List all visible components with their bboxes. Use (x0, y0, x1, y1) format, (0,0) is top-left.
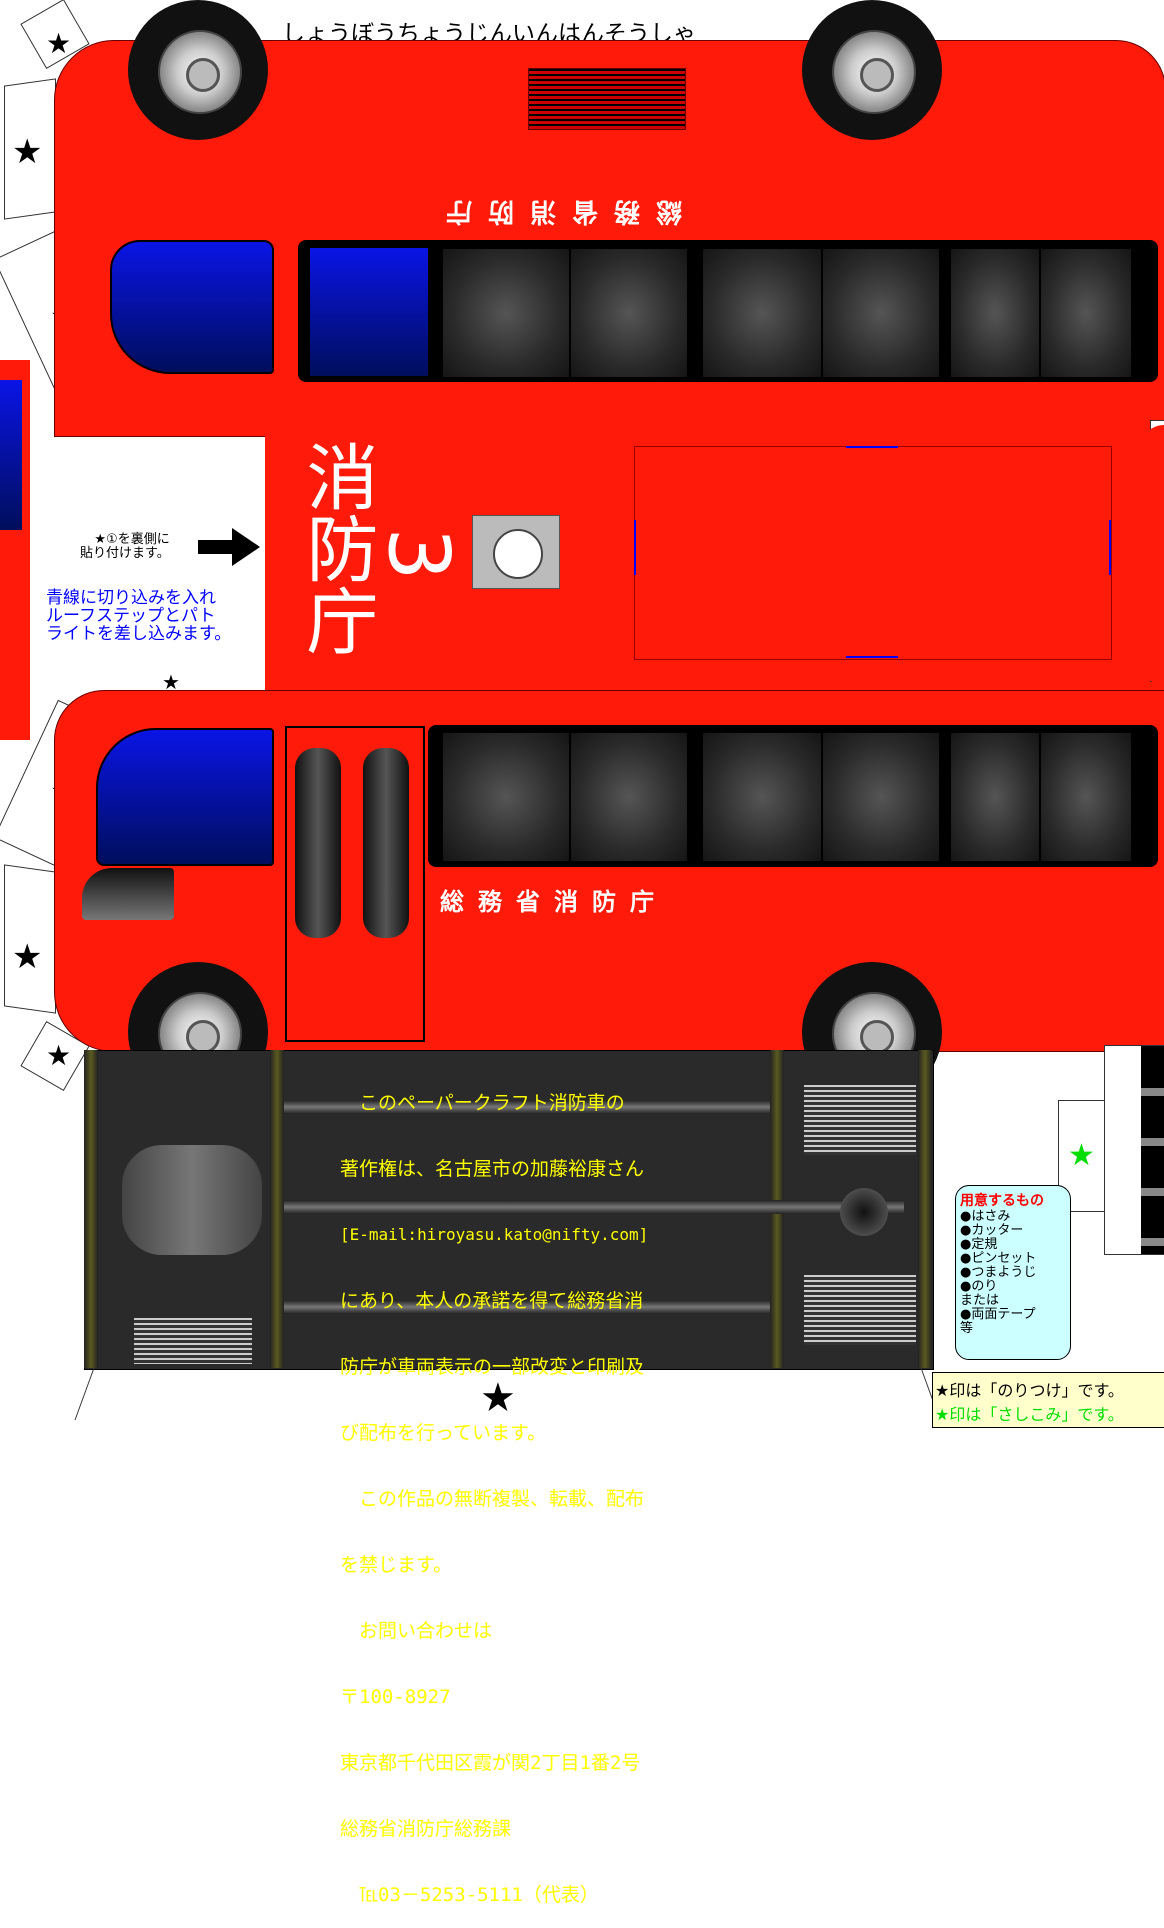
tools-box: 用意するもの ●はさみ ●カッター ●定規 ●ピンセット ●つまようじ ●のり … (955, 1185, 1071, 1360)
copyright-notice: このペーパークラフト消防車の 著作権は、名古屋市の加藤裕康さん [E-mail:… (340, 1048, 648, 1928)
tools-item: ●カッター (960, 1223, 1024, 1238)
chassis-rail (270, 1050, 284, 1368)
tools-item: ●はさみ (960, 1209, 1011, 1224)
lower-window (570, 732, 688, 862)
glue-star-icon: ★ (480, 1375, 516, 1421)
upper-cab-window (110, 240, 274, 374)
front-tire-tread (134, 1318, 252, 1364)
tools-heading: 用意するもの (960, 1193, 1044, 1209)
lower-headlight-window (82, 868, 174, 920)
upper-door-window (310, 248, 428, 376)
roof-number: 3 (369, 527, 468, 581)
copyright-line: ℡03－5253-5111（代表） (340, 1884, 599, 1906)
upper-front-wheel (128, 0, 268, 140)
roof-panel (265, 435, 1164, 690)
differential (840, 1188, 888, 1236)
arrow-right-icon (198, 540, 234, 554)
copyright-line: この作品の無断複製、転載、配布 (340, 1488, 645, 1510)
lower-window (702, 732, 822, 862)
copyright-line: び配布を行っています。 (340, 1422, 547, 1444)
copyright-line: 総務省消防庁総務課 (340, 1818, 512, 1840)
blue-cut-line (1109, 520, 1111, 575)
legend-insert: ★印は「さしこみ」です。 (935, 1405, 1124, 1424)
right-roof-edge (1140, 425, 1164, 685)
chassis-rail (918, 1050, 932, 1368)
left-edge-window (0, 380, 22, 530)
arrow-note: ★①を裏側に 貼り付けます。 (80, 532, 170, 561)
chassis-rail (84, 1050, 98, 1368)
upper-rear-wheel (802, 0, 942, 140)
glue-star-icon: ★ (46, 27, 72, 60)
roof-big-text: 消防庁 (294, 440, 378, 656)
tools-item: ●のり (960, 1279, 998, 1294)
legend-box: ★印は「のりつけ」です。 ★印は「さしこみ」です。 (932, 1372, 1164, 1428)
chassis-crossbar (284, 1300, 770, 1314)
right-panel (1104, 1045, 1164, 1255)
copyright-line: 防庁が車両表示の一部改変と印刷及 (340, 1356, 645, 1378)
upper-window (1040, 248, 1132, 378)
upper-window (950, 248, 1040, 378)
copyright-line: にあり、本人の承諾を得て総務省消 (340, 1290, 644, 1312)
rear-tire-tread (804, 1085, 916, 1155)
insert-star-icon: ★ (1068, 1138, 1095, 1173)
glue-star-icon: ★ (12, 132, 43, 172)
tools-item: ●定規 (960, 1237, 998, 1252)
copyright-line: 東京都千代田区霞が関2丁目1番2号 (340, 1752, 641, 1774)
blue-cut-line (846, 446, 898, 448)
copyright-line: 著作権は、名古屋市の加藤裕康さん (340, 1158, 645, 1180)
copyright-line: を禁じます。 (340, 1554, 453, 1576)
blue-cut-line (846, 656, 898, 658)
upper-window (570, 248, 688, 378)
side-door (285, 726, 425, 1042)
blue-cut-line (634, 520, 636, 575)
lower-side-text: 総務省消防庁 (440, 888, 668, 916)
blue-note: 青線に切り込みを入れ ルーフステップとパト ライトを差し込みます。 (46, 588, 232, 644)
chassis-crossbar (284, 1200, 904, 1214)
tools-item: ●つまようじ (960, 1265, 1037, 1280)
roof-hatch-outline (634, 446, 1112, 660)
upper-window (702, 248, 822, 378)
rear-tire-tread (804, 1275, 916, 1345)
glue-star-icon: ★ (12, 937, 43, 977)
copyright-line: お問い合わせは (340, 1620, 493, 1642)
legend-glue: ★印は「のりつけ」です。 (935, 1381, 1124, 1400)
lower-window (822, 732, 940, 862)
glue-star-icon: ★ (46, 1039, 72, 1072)
lower-window (950, 732, 1040, 862)
copyright-line: [E-mail:hiroyasu.kato@nifty.com] (340, 1225, 649, 1244)
tools-item: または (960, 1293, 1000, 1308)
lower-cab-window (96, 728, 274, 866)
upper-window (822, 248, 940, 378)
copyright-line: 〒100-8927 (340, 1686, 451, 1708)
glue-star-icon: ★ (162, 670, 180, 694)
tools-item: ●両面テープ (960, 1307, 1036, 1322)
lower-window (442, 732, 570, 862)
chassis-crossbar (284, 1100, 770, 1114)
roof-beacon-base (472, 515, 560, 589)
upper-side-text: 総務省消防庁 (430, 196, 683, 226)
engine-block (122, 1145, 262, 1255)
bottom-tab-line (74, 1368, 96, 1420)
tools-item: 等 (960, 1321, 974, 1336)
lower-window (1040, 732, 1132, 862)
upper-window (442, 248, 570, 378)
roof-vent (528, 68, 686, 130)
arrow-head (232, 528, 260, 566)
copyright-line: このペーパークラフト消防車の (340, 1092, 625, 1114)
tools-item: ●ピンセット (960, 1251, 1037, 1266)
